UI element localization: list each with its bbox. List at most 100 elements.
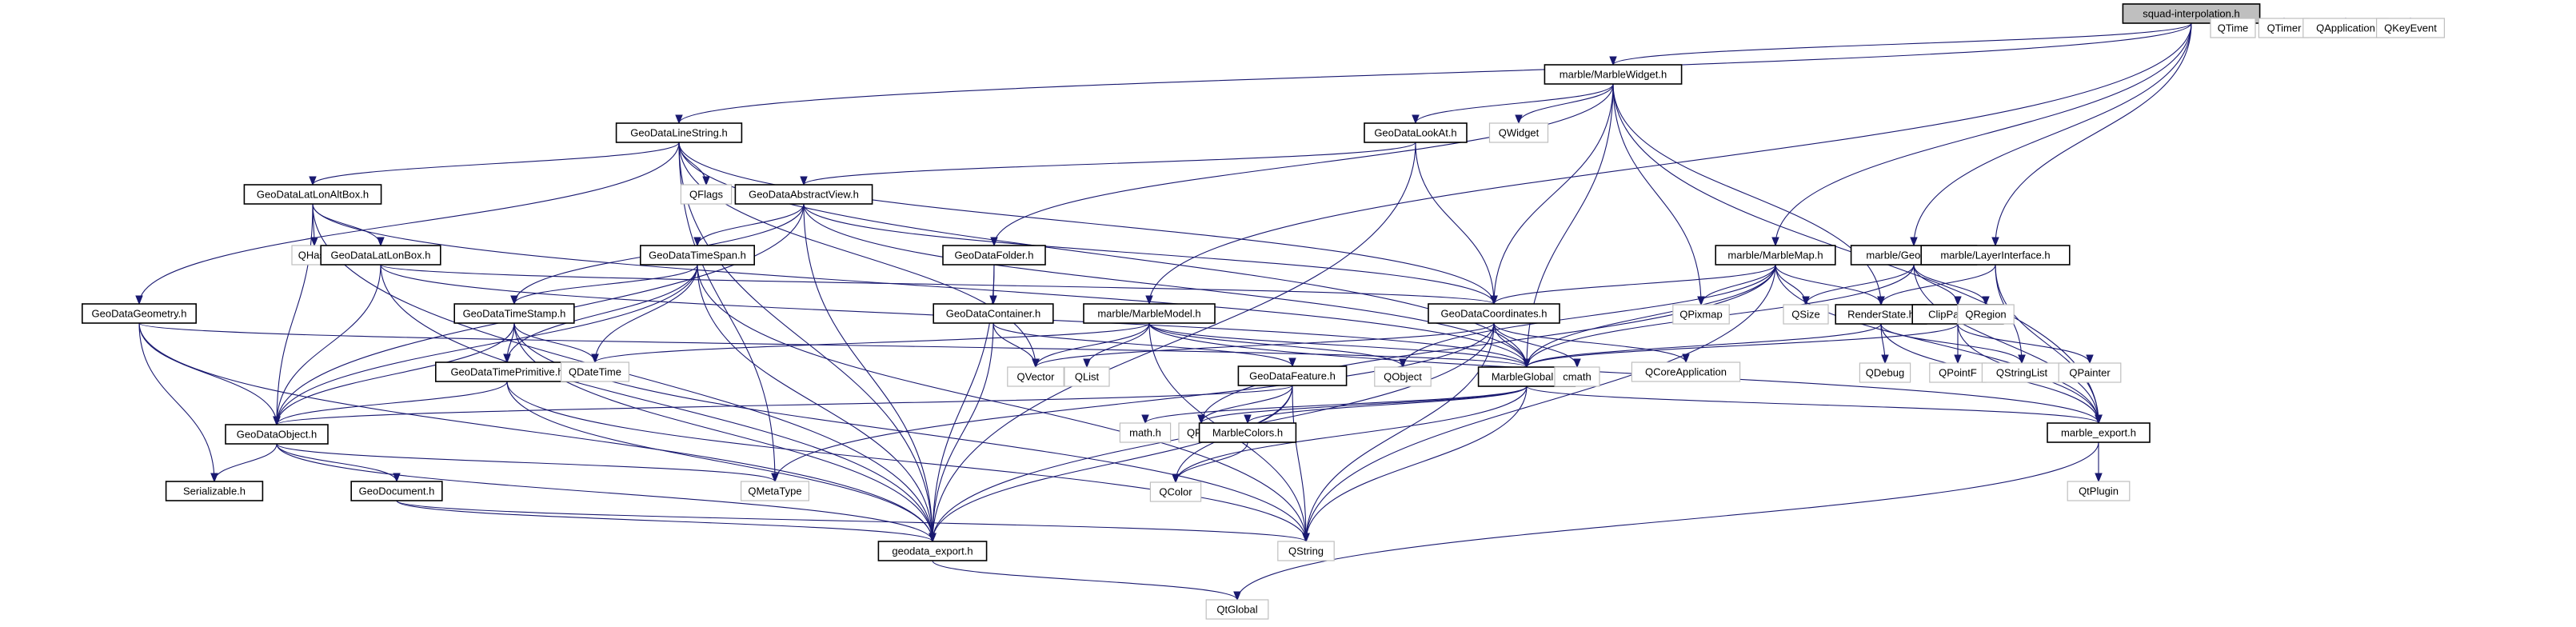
dependency-edge [1802,264,1915,306]
dependency-edge [138,322,218,483]
node-label: GeoDataLatLonAltBox.h [257,189,369,201]
node-box [1364,122,1468,143]
node-label: QtGlobal [1216,604,1257,616]
dependency-edge [1523,323,1959,369]
edge-line [506,381,933,542]
header-node[interactable]: MarbleColors.h [1198,422,1297,443]
header-node[interactable]: GeoDataAbstractView.h [734,184,873,205]
external-header-node: cmath [1554,366,1600,387]
arrowhead-icon [1573,358,1581,369]
edge-line [1775,264,1882,306]
node-label: geodata_export.h [892,545,972,557]
node-box [877,541,988,561]
header-node[interactable]: marble_export.h [2047,422,2151,443]
arrowhead-icon [1991,237,1999,247]
header-node[interactable]: GeoDocument.h [350,481,443,501]
edge-line [1518,83,1614,124]
node-label: QWidget [1499,127,1540,139]
node-box [560,361,629,382]
edge-line [506,264,698,363]
arrowhead-icon [2095,473,2103,483]
node-label: QSize [1791,309,1819,321]
dependency-edge [210,443,278,483]
node-box [1083,303,1216,324]
edge-line [276,322,515,425]
header-node[interactable]: GeoDataFolder.h [942,245,1046,266]
header-node[interactable]: marble/MarbleWidget.h [1544,64,1683,85]
node-box [1554,366,1600,387]
external-header-node: QVector [1007,366,1064,387]
dependency-edge [1490,83,1614,306]
node-box [1149,481,1202,502]
node-box [1957,304,2015,325]
dependency-edge [510,264,698,306]
edge-line [1200,385,1293,424]
dependency-edge [273,385,1293,426]
external-header-node: QMetaType [740,481,809,501]
external-header-node: QtPlugin [2067,481,2131,501]
dependency-edge [1490,264,1776,306]
node-label: QString [1288,545,1324,557]
dependency-edge [1197,385,1528,425]
edge-line [1148,322,1404,368]
edge-line [513,264,698,305]
header-node[interactable]: GeoDataCoordinates.h [1428,303,1560,324]
external-header-node: QRegion [1957,304,2015,325]
dependency-edge [678,142,1531,369]
header-node[interactable]: GeoDataLineString.h [615,122,743,143]
header-node[interactable]: marble/MarbleModel.h [1083,303,1216,324]
node-label: GeoDataLookAt.h [1374,127,1456,139]
node-label: GeoDocument.h [359,485,435,497]
edge-line [380,264,933,542]
arrowhead-icon [1515,114,1523,125]
edge-line [1305,385,1528,542]
dependency-edge [309,142,680,186]
header-node[interactable]: GeoDataTimeStamp.h [453,303,575,324]
header-node[interactable]: GeoDataTimePrimitive.h [434,361,579,382]
header-node[interactable]: GeoDataGeometry.h [82,303,197,324]
arrowhead-icon [1172,473,1180,484]
edge-line [1880,264,1996,306]
external-header-node: QPainter [2058,362,2122,383]
header-node[interactable]: GeoDataObject.h [225,424,329,445]
node-box [243,184,382,205]
arrowhead-icon [989,295,997,306]
header-node[interactable]: marble/LayerInterface.h [1920,245,2071,266]
header-node[interactable]: Serializable.h [165,481,264,501]
node-box [225,424,329,445]
node-label: RenderState.h [1847,309,1915,321]
edge-line [697,203,805,246]
header-node[interactable]: geodata_export.h [877,541,988,561]
edge-line [1292,385,1307,542]
header-node[interactable]: GeoDataLatLonAltBox.h [243,184,382,205]
header-node[interactable]: marble/MarbleMap.h [1715,245,1836,266]
arrowhead-icon [210,473,218,483]
header-node[interactable]: GeoDataContainer.h [933,303,1054,324]
edge-line [1305,264,1776,542]
arrowhead-icon [503,353,511,364]
header-node[interactable]: GeoDataLookAt.h [1364,122,1468,143]
header-node[interactable]: RenderState.h [1835,304,1927,325]
node-label: GeoDataCoordinates.h [1441,308,1548,320]
node-label: QRegion [1965,309,2006,321]
edge-line [1493,322,1687,363]
dependency-edge [1493,322,1690,364]
dependency-edge [1991,22,2192,247]
dependency-edge [1412,83,1614,125]
external-header-node: QString [1277,541,1335,561]
edge-line [803,142,1416,186]
header-node[interactable]: GeoDataTimeSpan.h [639,245,755,266]
dependency-edge [1233,441,2099,601]
arrowhead-icon [771,473,779,483]
arrowhead-icon [1233,591,1241,601]
edge-line [1493,264,1776,305]
node-box [82,303,197,324]
external-header-node: QtGlobal [1205,599,1269,620]
node-box [1198,422,1297,443]
header-node[interactable]: GeoDataFeature.h [1237,365,1348,386]
edge-line [513,322,596,363]
node-box [2302,18,2389,38]
header-node[interactable]: GeoDataLatLonBox.h [320,245,441,266]
